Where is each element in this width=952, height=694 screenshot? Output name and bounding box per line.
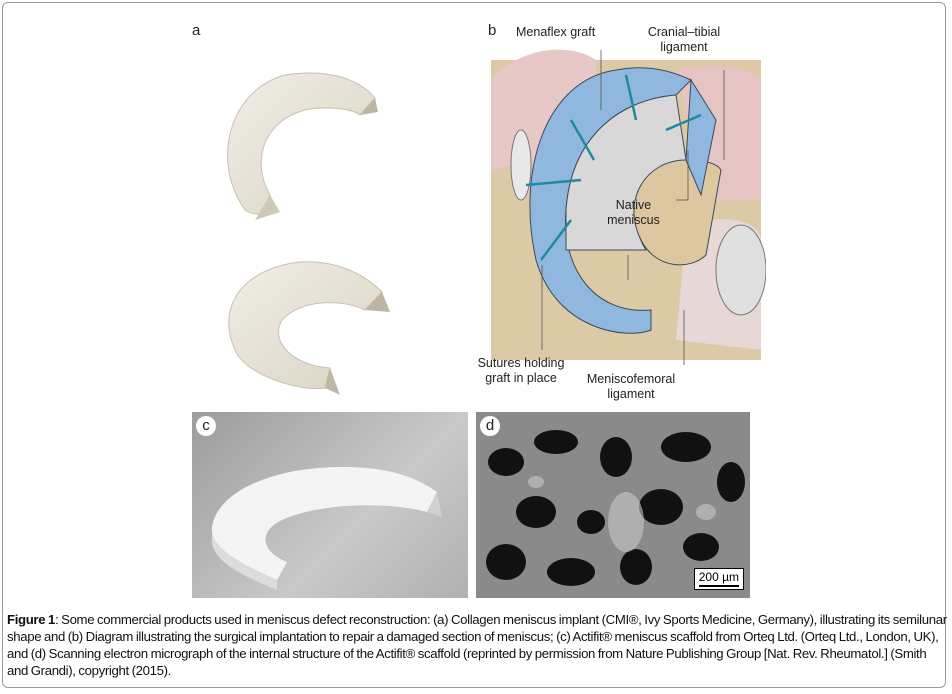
callout-cranial-tibial-ligament: Cranial–tibial ligament	[647, 25, 721, 54]
scale-bar-label: 200 µm	[698, 570, 739, 584]
scale-bar-line	[698, 585, 739, 587]
panel-a: a	[190, 20, 470, 405]
sem-micrograph	[476, 412, 750, 598]
panel-b: b Menaflex graft Cranial–tibial ligament…	[476, 20, 766, 405]
panel-c-label: c	[196, 416, 216, 436]
panel-d: d 200 µm	[476, 412, 750, 598]
panel-c: c	[192, 412, 468, 598]
actifit-scaffold-photo	[211, 467, 442, 590]
caption-label: Figure 1	[7, 612, 55, 627]
callout-meniscofemoral-ligament: Meniscofemoral ligament	[586, 372, 676, 401]
panel-a-label: a	[192, 22, 201, 39]
panel-d-label: d	[480, 416, 500, 436]
callout-sutures: Sutures holding graft in place	[477, 356, 565, 385]
callout-native-meniscus: Native meniscus	[607, 198, 660, 227]
caption-text: : Some commercial products used in menis…	[7, 612, 947, 678]
collagen-implant-photos	[227, 72, 390, 395]
surgical-implant-diagram	[491, 49, 766, 365]
figure-caption: Figure 1: Some commercial products used …	[7, 611, 947, 679]
panel-b-label: b	[488, 22, 497, 39]
callout-menaflex-graft: Menaflex graft	[516, 25, 596, 39]
scale-bar: 200 µm	[693, 568, 744, 590]
